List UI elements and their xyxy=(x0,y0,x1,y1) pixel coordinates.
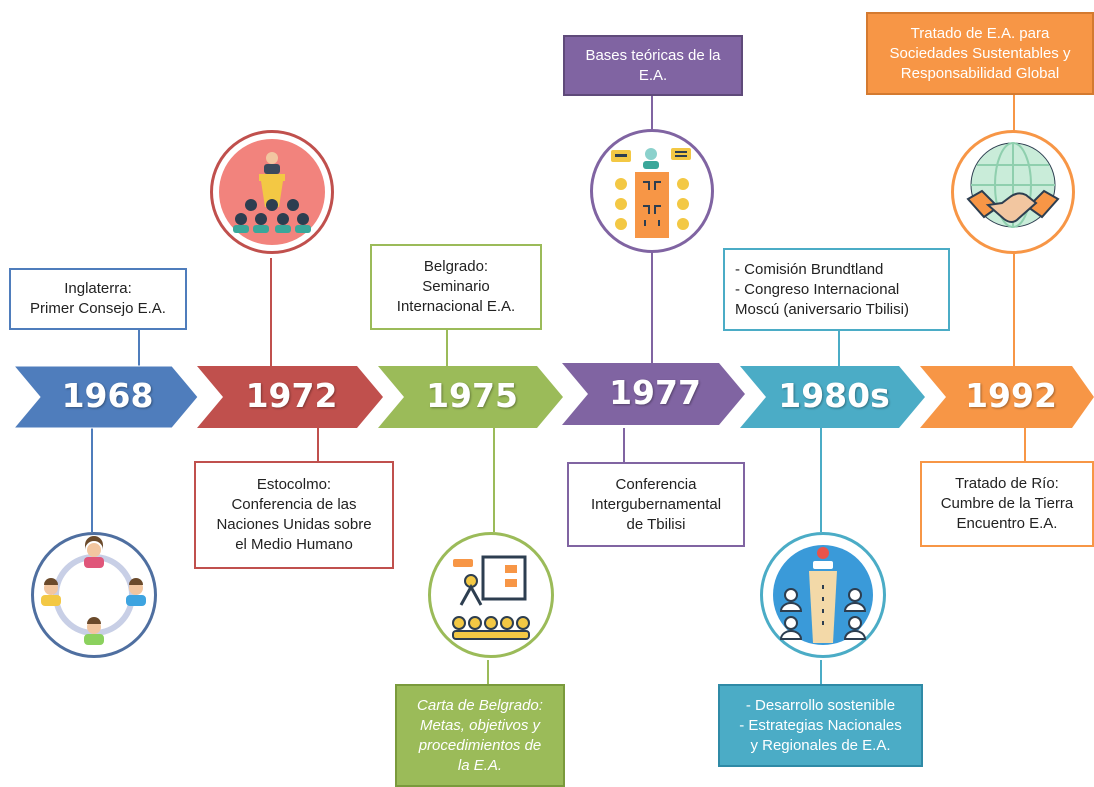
box-1980s-bottom-line: - Estrategias Nacionales xyxy=(739,716,902,734)
box-1992-bottom-line: Encuentro E.A. xyxy=(956,515,1058,532)
year-label-1980s: 1980s xyxy=(778,376,890,415)
box-1977-top-line: E.A. xyxy=(638,66,668,84)
year-label-1977: 1977 xyxy=(609,373,701,412)
connector-1975-lower xyxy=(487,660,489,684)
year-label-1992: 1992 xyxy=(965,376,1057,415)
chevron-1992 xyxy=(920,366,1094,428)
connector-1980s-bottom xyxy=(820,428,822,532)
box-1992-top-line: Responsabilidad Global xyxy=(900,64,1060,82)
box-1980s-top-line: Moscú (aniversario Tbilisi) xyxy=(735,300,909,318)
connector-1968-top xyxy=(138,328,140,366)
box-1975-top-line: Belgrado: xyxy=(423,258,489,275)
chevron-1972 xyxy=(197,366,383,428)
box-1992-top-line: Sociedades Sustentables y xyxy=(889,44,1071,62)
box-1972-bottom-line: Naciones Unidas sobre xyxy=(216,516,372,533)
box-1975-top: Belgrado: Seminario Internacional E.A. xyxy=(370,244,542,330)
box-1980s-bottom-line: - Desarrollo sostenible xyxy=(745,696,896,714)
presentation-board-audience-icon xyxy=(428,532,554,658)
year-label-1975: 1975 xyxy=(426,376,518,415)
connector-1980s-top xyxy=(838,330,840,366)
connector-1972-bottom xyxy=(317,428,319,462)
year-label-1972: 1972 xyxy=(245,376,338,415)
speaker-podium-audience-icon xyxy=(210,130,334,254)
connector-1992-bottom xyxy=(1024,428,1026,462)
connector-1972-top xyxy=(270,258,272,366)
box-1975-bottom-line: la E.A. xyxy=(457,756,503,774)
connector-1975-bottom xyxy=(493,428,495,532)
box-1992-bottom-line: Cumbre de la Tierra xyxy=(940,495,1074,512)
globe-handshake-icon xyxy=(951,130,1075,254)
box-1975-top-line: Seminario xyxy=(422,278,490,295)
box-1975-bottom: Carta de Belgrado: Metas, objetivos y pr… xyxy=(395,684,565,787)
box-1992-bottom-line: Tratado de Río: xyxy=(955,475,1059,492)
box-1992-bottom: Tratado de Río: Cumbre de la Tierra Encu… xyxy=(920,461,1094,547)
box-1977-bottom-line: Conferencia xyxy=(615,475,697,493)
box-1968-top-line: Primer Consejo E.A. xyxy=(30,300,166,317)
box-1975-bottom-line: Metas, objetivos y xyxy=(419,716,541,734)
year-label-1968: 1968 xyxy=(61,376,154,415)
box-1992-top-line: Tratado de E.A. para xyxy=(910,24,1050,42)
people-circle-network-icon xyxy=(31,532,157,658)
box-1975-bottom-line: Carta de Belgrado: xyxy=(417,696,543,714)
chevron-1980s xyxy=(740,366,925,428)
box-1980s-top-line: - Comisión Brundtland xyxy=(735,260,884,278)
box-1977-bottom-line: de Tbilisi xyxy=(626,515,686,533)
conference-table-meeting-icon xyxy=(590,129,714,253)
box-1977-top: Bases teóricas de la E.A. xyxy=(563,35,743,96)
connector-1977-bottom xyxy=(623,428,625,462)
box-1975-top-line: Internacional E.A. xyxy=(396,298,516,315)
box-1977-bottom: Conferencia Intergubernamental de Tbilis… xyxy=(567,462,745,547)
box-1980s-top-line: - Congreso Internacional xyxy=(735,280,900,298)
box-1980s-bottom-line: y Regionales de E.A. xyxy=(750,736,891,754)
box-1975-bottom-line: procedimientos de xyxy=(418,736,542,754)
box-1980s-bottom: - Desarrollo sostenible - Estrategias Na… xyxy=(718,684,923,767)
connector-1968-bottom xyxy=(91,428,93,532)
box-1968-top: Inglaterra: Primer Consejo E.A. xyxy=(9,268,187,330)
box-1972-bottom-line: Estocolmo: xyxy=(256,476,332,493)
connector-1980s-lower xyxy=(820,660,822,684)
box-1972-bottom-line: el Medio Humano xyxy=(235,536,353,553)
stage-speaker-audience-icon xyxy=(760,532,886,658)
box-1980s-top: - Comisión Brundtland - Congreso Interna… xyxy=(723,248,950,331)
box-1972-bottom-line: Conferencia de las xyxy=(231,496,357,513)
box-1968-top-line: Inglaterra: xyxy=(64,280,132,297)
box-1972-bottom: Estocolmo: Conferencia de las Naciones U… xyxy=(194,461,394,569)
connector-1975-top xyxy=(446,328,448,366)
box-1977-top-line: Bases teóricas de la xyxy=(585,46,721,64)
box-1977-bottom-line: Intergubernamental xyxy=(590,495,722,513)
chevron-1975 xyxy=(378,366,563,428)
chevron-1968 xyxy=(12,365,199,429)
box-1992-top: Tratado de E.A. para Sociedades Sustenta… xyxy=(866,12,1094,95)
chevron-1977 xyxy=(562,363,745,425)
